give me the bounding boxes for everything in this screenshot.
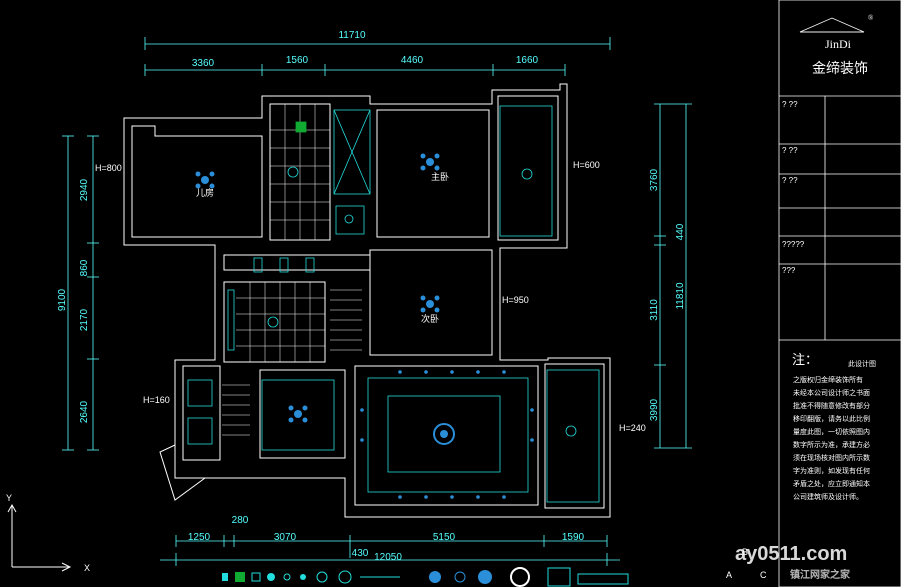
legend-icon-8[interactable]: [338, 570, 352, 584]
legend-icon-5[interactable]: [283, 573, 291, 581]
lamp-master-room: [420, 153, 440, 171]
svg-text:公司建筑师及设计师。: 公司建筑师及设计师。: [793, 492, 863, 501]
legend-icon-14[interactable]: [547, 567, 571, 587]
legend-icon-11[interactable]: [454, 571, 466, 583]
watermark-site: ay0511.com: [735, 543, 847, 565]
registered-mark: ®: [868, 14, 874, 22]
dim-left-1: 2940: [79, 178, 90, 201]
svg-text:此设计图: 此设计图: [848, 359, 876, 368]
right-dimensions: [654, 103, 692, 449]
downlights-living: [360, 370, 534, 499]
dim-top-3: 4460: [401, 55, 424, 66]
left-dimensions: [62, 135, 99, 451]
legend-icon-1[interactable]: [222, 573, 228, 581]
dim-right-1: 3760: [649, 168, 660, 191]
dim-bottom-2: 3070: [274, 532, 297, 543]
legend-icon-12[interactable]: [478, 570, 492, 584]
legend-icon-13[interactable]: [510, 567, 530, 587]
height-left: H=800: [95, 163, 122, 173]
legend-icon-3[interactable]: [251, 572, 261, 582]
dim-top-total: 11710: [338, 30, 366, 41]
room-label-middle: 次卧: [421, 313, 439, 324]
svg-text:批准不得随意修改有部分: 批准不得随意修改有部分: [793, 401, 870, 410]
height-right-top: H=600: [573, 160, 600, 170]
svg-text:数字所示为准，承建方必: 数字所示为准，承建方必: [793, 440, 870, 449]
corner-letter-b: B: [742, 547, 748, 557]
watermark-subtitle: 镇江网家之家: [790, 568, 851, 581]
brand-name-en: JinDi: [825, 37, 852, 51]
svg-text:移印翻版，请务以此比例: 移印翻版，请务以此比例: [793, 414, 870, 423]
axis-label-x: X: [84, 563, 90, 573]
dim-bottom-extra-1: 280: [232, 515, 249, 526]
dim-left-4: 2640: [79, 400, 90, 423]
note-text: 此设计图 之版权归金缔装饰所有 未经本公司设计师之书面 批准不得随意修改有部分 …: [793, 359, 876, 501]
dim-bottom-extra-2: 430: [352, 548, 369, 559]
svg-text:量度此图，一切依照图内: 量度此图，一切依照图内: [793, 427, 870, 436]
legend-icon-15[interactable]: [577, 573, 629, 585]
brand-name-cn: 金缔装饰: [812, 60, 868, 77]
axis-label-y: Y: [6, 493, 12, 503]
dim-top-1: 3360: [192, 58, 215, 69]
legend-icon-6[interactable]: [300, 574, 306, 580]
dim-top-4: 1660: [516, 55, 539, 66]
dim-top-2: 1560: [286, 55, 309, 66]
svg-text:之版权归金缔装饰所有: 之版权归金缔装饰所有: [793, 375, 863, 384]
dim-right-2: 440: [675, 223, 686, 240]
stair-lines: [222, 289, 362, 436]
dim-bottom-4: 1590: [562, 532, 585, 543]
lamp-living-chandelier: [433, 423, 455, 445]
panel-field-3: ? ??: [782, 176, 798, 185]
lamp-middle-room: [420, 295, 440, 313]
walls: [123, 83, 611, 518]
height-left-lower: H=160: [143, 395, 170, 405]
legend-icon-7[interactable]: [316, 571, 328, 583]
legend-icon-4[interactable]: [267, 573, 275, 581]
lamp-left-room: [195, 171, 215, 189]
bottom-dimensions: [160, 535, 620, 566]
legend-icon-2[interactable]: [235, 572, 245, 582]
height-right-lower: H=240: [619, 423, 646, 433]
lamp-dining: [288, 405, 308, 423]
height-middle: H=950: [502, 295, 529, 305]
corner-letter-a: A: [726, 570, 732, 580]
legend-symbol-strip[interactable]: [222, 567, 629, 587]
note-title: 注：: [792, 352, 818, 367]
legend-icon-10[interactable]: [429, 571, 441, 583]
svg-text:未经本公司设计师之书面: 未经本公司设计师之书面: [793, 388, 870, 397]
title-block: [778, 0, 901, 587]
panel-field-4: ?????: [782, 240, 805, 249]
dim-bottom-1: 1250: [188, 532, 211, 543]
dim-left-3: 2170: [79, 308, 90, 331]
dim-right-4: 3990: [649, 398, 660, 421]
top-dimensions: [144, 37, 611, 76]
panel-field-1: ? ??: [782, 100, 798, 109]
corner-letter-c: C: [760, 570, 767, 580]
dim-right-3: 3110: [649, 299, 660, 321]
dim-right-total: 11810: [675, 282, 686, 310]
panel-field-2: ? ??: [782, 146, 798, 155]
svg-text:矛盾之处，应立即通知本: 矛盾之处，应立即通知本: [793, 479, 870, 488]
room-label-master: 主卧: [431, 171, 449, 182]
fixtures: [187, 105, 600, 503]
dim-left-2: 860: [79, 259, 90, 276]
dim-left-total: 9100: [57, 288, 68, 311]
ucs-axis-icon: [7, 503, 72, 572]
room-label-left: 儿房: [196, 187, 214, 198]
dim-bottom-3: 5150: [433, 532, 456, 543]
panel-field-5: ???: [782, 266, 796, 275]
ceiling-points: [267, 166, 577, 437]
svg-text:须在现场核对图内所示数: 须在现场核对图内所示数: [793, 453, 870, 462]
dim-bottom-total: 12050: [374, 552, 402, 563]
tile-grid-lower: [236, 282, 325, 362]
svg-text:字为准则，如发现有任何: 字为准则，如发现有任何: [793, 466, 870, 475]
